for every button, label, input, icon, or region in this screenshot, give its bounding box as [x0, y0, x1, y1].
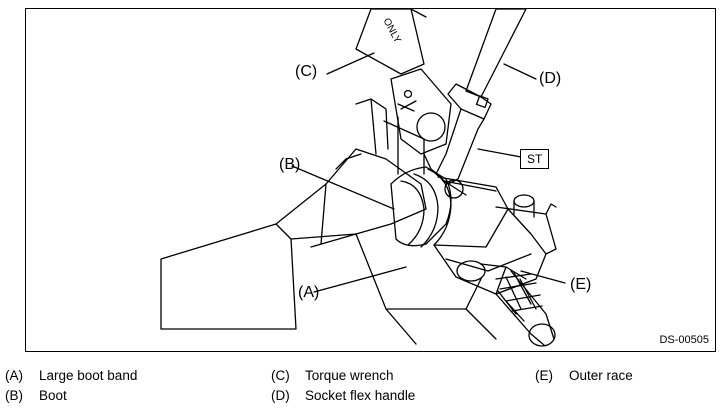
- legend-text: Socket flex handle: [305, 388, 416, 403]
- legend-item-e: (E) Outer race: [535, 368, 633, 384]
- diagram-figure: (C) (D) ST (B) (E) (A) ONLY DS-00505: [25, 8, 716, 352]
- legend-code: (E): [535, 368, 553, 383]
- legend-code: (D): [271, 388, 290, 403]
- figure-id: DS-00505: [659, 334, 709, 346]
- drive-shaft-illustration: [160, 9, 566, 347]
- legend-code: (A): [5, 368, 23, 383]
- callout-b: (B): [279, 156, 301, 173]
- legend-item-c: (C) Torque wrench: [271, 368, 394, 384]
- legend-text: Outer race: [569, 368, 633, 383]
- callout-a: (A): [298, 284, 320, 301]
- st-label: ST: [520, 149, 550, 169]
- callout-d: (D): [539, 70, 562, 87]
- legend-code: (C): [271, 368, 290, 383]
- legend-item-d: (D) Socket flex handle: [271, 388, 415, 404]
- legend-text: Torque wrench: [305, 368, 394, 383]
- callout-c: (C): [295, 63, 318, 80]
- legend-item-b: (B) Boot: [5, 388, 67, 404]
- legend-code: (B): [5, 388, 23, 403]
- callout-e: (E): [570, 276, 592, 293]
- legend-item-a: (A) Large boot band: [5, 368, 137, 384]
- legend-text: Boot: [39, 388, 67, 403]
- legend-text: Large boot band: [39, 368, 138, 383]
